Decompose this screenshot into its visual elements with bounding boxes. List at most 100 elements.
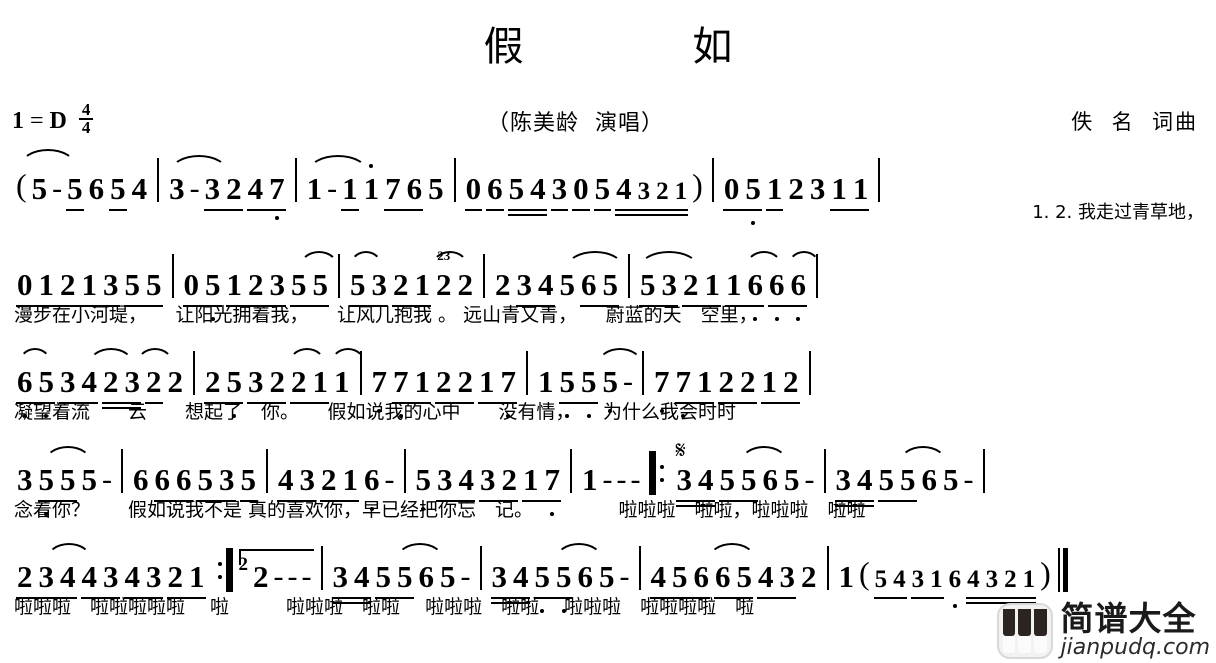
key-signature: 1 = D 4 4 bbox=[12, 101, 94, 138]
note-number: 5 bbox=[291, 267, 307, 302]
note-number: 3 bbox=[551, 171, 568, 206]
note-number: - bbox=[804, 463, 815, 496]
note-number: 3 bbox=[516, 267, 533, 302]
note-number: 5 bbox=[36, 366, 58, 397]
note-number: 5 bbox=[124, 267, 141, 302]
note-number: 5 bbox=[81, 462, 98, 497]
note-number: 4 bbox=[758, 559, 774, 594]
parenthesis: ) bbox=[1040, 555, 1051, 591]
note-number: 6 bbox=[406, 171, 423, 206]
note-number: 3 bbox=[985, 566, 999, 593]
note-number: 5 bbox=[197, 462, 214, 497]
note-number: 1 bbox=[1022, 566, 1036, 593]
note-number: 1 bbox=[226, 267, 243, 302]
note-number: 1 bbox=[697, 364, 713, 399]
barline bbox=[479, 546, 482, 590]
note-number: - bbox=[623, 365, 633, 398]
barline bbox=[320, 546, 323, 590]
note-number: 3 bbox=[779, 559, 796, 594]
note-number: 4 bbox=[81, 559, 98, 594]
slur-arc bbox=[597, 348, 643, 365]
barline bbox=[453, 158, 456, 202]
note-number: 3 bbox=[480, 462, 496, 497]
note-number: 2 bbox=[495, 267, 511, 302]
note-number: 2 bbox=[103, 364, 119, 399]
slur-arc bbox=[136, 348, 174, 365]
pickup-lyric-text: 1. 2. 我走过青草地， bbox=[1032, 202, 1204, 223]
note-number: - bbox=[630, 463, 641, 496]
note-number: 3 bbox=[661, 267, 678, 302]
note-number: 5 bbox=[784, 462, 800, 497]
parenthesis: ( bbox=[859, 555, 870, 591]
beamed-group: 1 bbox=[764, 173, 786, 211]
note-number: 5 bbox=[602, 267, 619, 302]
note-number: 5 bbox=[146, 267, 162, 302]
note-number: 4 bbox=[458, 462, 475, 497]
slur-arc bbox=[330, 348, 366, 365]
note-number: 2 bbox=[1004, 566, 1017, 593]
barline bbox=[826, 546, 829, 590]
slur-arc bbox=[170, 155, 229, 172]
note-number: 1 bbox=[342, 462, 359, 497]
note-number: - bbox=[52, 172, 63, 205]
beamed-group: 5 bbox=[107, 173, 129, 211]
note-number: 4 bbox=[60, 559, 76, 594]
note-number: 4 bbox=[530, 171, 546, 206]
slur-arc bbox=[88, 348, 134, 365]
note-number: 5 bbox=[599, 559, 615, 594]
slur-arc bbox=[898, 446, 947, 463]
note-number: 2 bbox=[501, 462, 518, 497]
barline bbox=[878, 158, 881, 202]
note-number: 5 bbox=[900, 462, 916, 497]
note-number: 3 bbox=[60, 364, 76, 399]
note-number: 2 bbox=[321, 462, 337, 497]
note-number: 3 bbox=[103, 559, 119, 594]
note-number: 5 bbox=[943, 462, 959, 497]
note-number: 1 bbox=[414, 364, 431, 399]
note-number: 3 bbox=[38, 559, 55, 594]
beamed-group: 3 bbox=[549, 171, 571, 211]
slur-arc bbox=[349, 251, 383, 268]
note-number: 1 bbox=[312, 364, 329, 399]
note-number: 2 bbox=[656, 178, 669, 205]
note-number: 1 bbox=[523, 462, 539, 497]
slur-arc bbox=[431, 251, 469, 268]
barline bbox=[121, 449, 123, 493]
note-number: - bbox=[327, 172, 338, 205]
note-number: 5 bbox=[36, 464, 58, 495]
watermark-url: jianpudq.com bbox=[1060, 635, 1210, 660]
slur-arc bbox=[566, 251, 624, 268]
note-number: 0 bbox=[573, 171, 589, 206]
note-number: 4 bbox=[131, 171, 148, 206]
barline bbox=[642, 351, 644, 395]
beamed-group: 2 bbox=[143, 366, 165, 404]
parenthesis: ( bbox=[16, 167, 27, 203]
note-number: 7 bbox=[369, 366, 391, 397]
note-number: 4 bbox=[650, 559, 667, 594]
